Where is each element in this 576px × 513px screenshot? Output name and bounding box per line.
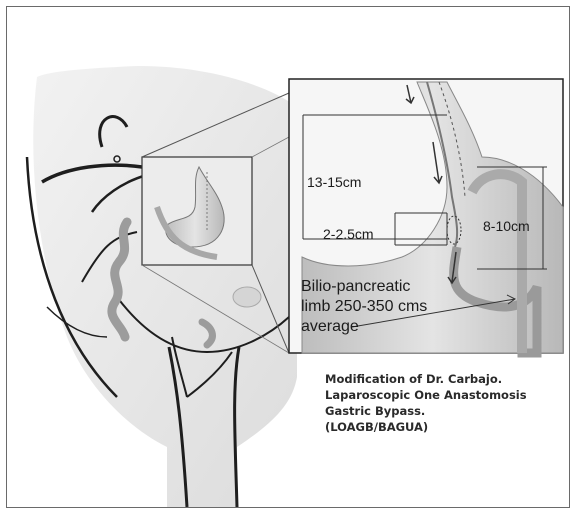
caption-line1: Modification of Dr. Carbajo. — [325, 372, 502, 386]
figure-frame: 13-15cm 2-2.5cm 8-10cm Bilio-pancreatic … — [6, 6, 570, 508]
caption-line4: (LOAGB/BAGUA) — [325, 420, 428, 434]
label-stomach-width: 8-10cm — [483, 218, 530, 234]
label-anastomosis: 2-2.5cm — [323, 226, 374, 242]
label-limb-line2: limb 250-350 cms — [301, 298, 427, 315]
surgery-diagram: 13-15cm 2-2.5cm 8-10cm Bilio-pancreatic … — [7, 7, 569, 507]
label-limb-line1: Bilio-pancreatic — [301, 278, 410, 295]
label-pouch-length: 13-15cm — [307, 174, 361, 190]
caption-line3: Gastric Bypass. — [325, 404, 425, 418]
caption-line2: Laparoscopic One Anastomosis — [325, 388, 527, 402]
torso-illustration — [27, 66, 297, 507]
label-limb-line3: average — [301, 318, 359, 335]
